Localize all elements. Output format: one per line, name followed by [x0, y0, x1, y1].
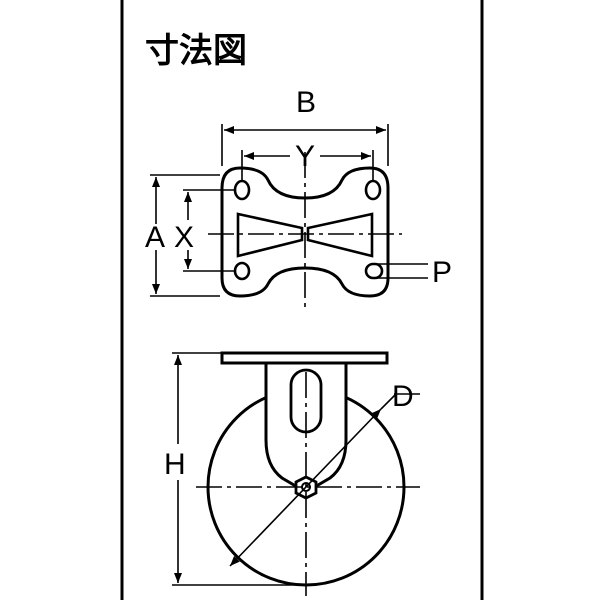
mount-hole-top-left	[233, 179, 251, 201]
drawing-frame	[120, 0, 484, 600]
plate-rib-right	[306, 212, 374, 258]
mount-hole-bottom-left	[233, 261, 251, 281]
dim-label-B: B	[296, 86, 316, 119]
plate-rib-left	[236, 212, 304, 258]
mount-hole-top-right	[364, 179, 382, 201]
dim-label-A: A	[145, 221, 165, 254]
caster-side-view: H D	[164, 351, 420, 596]
dim-label-X: X	[174, 221, 194, 254]
dim-label-P: P	[432, 256, 452, 289]
top-plate-view: B Y A X P	[145, 86, 452, 308]
mount-hole-slot	[364, 262, 384, 280]
drawing-title: 寸法図	[145, 31, 247, 71]
dim-label-H: H	[164, 448, 186, 481]
dim-label-D: D	[392, 380, 414, 413]
dim-D-leader-diagonal	[380, 393, 397, 410]
dim-label-Y: Y	[295, 140, 315, 173]
dim-D-line	[229, 408, 382, 567]
